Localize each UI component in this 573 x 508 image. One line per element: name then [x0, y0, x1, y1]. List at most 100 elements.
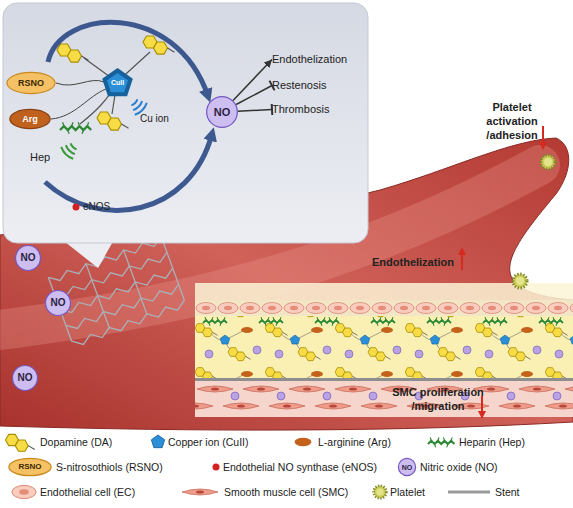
annotation-text: Hep — [30, 150, 50, 164]
decrease-arrow — [542, 126, 544, 146]
enos-dot — [213, 464, 220, 471]
node-text: RSNO — [18, 463, 41, 471]
effect-connector — [236, 86, 272, 105]
molecule-complex — [57, 44, 89, 62]
reagent-ellipse-shape — [7, 72, 55, 93]
nitric-oxide-circle-shape — [13, 366, 38, 391]
cycle-arrow — [48, 22, 208, 96]
legend-samples — [6, 434, 491, 498]
annotation-text: Platelet activation /adhesion — [476, 100, 548, 142]
node-text: Restenosis — [272, 80, 326, 91]
node-text: NO — [402, 464, 413, 471]
copper-pentagon: CuII — [104, 70, 131, 95]
nitric-oxide-circle: NO — [12, 365, 38, 391]
platelet-symbol — [513, 274, 527, 288]
text-holder: NO — [398, 458, 416, 476]
annotation-text: Cu ion — [140, 112, 169, 126]
annotation-text: SMC proliferation /migration — [386, 385, 490, 413]
node-text: NO — [51, 298, 66, 308]
heparin-waves — [61, 147, 73, 159]
enos-dot — [73, 204, 80, 211]
reagent-ellipse-shape — [10, 109, 50, 128]
node-text: RSNO — [18, 79, 44, 88]
legend-text: Copper ion (CuII) — [168, 435, 249, 449]
nitric-oxide-circle-shape — [207, 97, 238, 128]
stent-mesh — [54, 252, 169, 300]
legend-reagent-ellipse: RSNO — [8, 458, 52, 476]
stent-mesh — [60, 268, 175, 316]
stent-mesh — [72, 300, 187, 348]
legend-text: Nitric oxide (NO) — [420, 460, 498, 474]
node-text: Arg — [22, 115, 38, 124]
nitric-oxide-circle: NO — [206, 96, 238, 128]
arginine-symbol — [295, 438, 312, 446]
effect-text: Restenosis — [272, 80, 326, 91]
copper-symbol — [151, 435, 164, 448]
copper-pentagon-shape — [105, 71, 131, 95]
stent-mesh — [48, 236, 186, 348]
node-text: NO — [18, 373, 33, 383]
increase-arrow — [461, 251, 463, 270]
molecule-complex — [80, 52, 150, 124]
decrease-arrow — [481, 396, 483, 415]
stent-symbol — [448, 491, 490, 494]
heparin-waves — [61, 143, 76, 158]
node-text: CuII — [111, 79, 124, 86]
node-text: Thrombosis — [272, 104, 329, 115]
dopamine-symbol — [6, 434, 35, 451]
stent-strut — [195, 378, 573, 381]
smc-layer — [195, 381, 573, 417]
effect-connector — [238, 110, 272, 112]
stent-mesh — [66, 284, 181, 332]
reagent-ellipse: RSNO — [6, 72, 56, 94]
text-holder: NO — [15, 245, 41, 271]
molecule-complex — [51, 36, 175, 134]
legend-nitric-oxide-circle-shape — [398, 458, 415, 475]
legend-text: Endothelial cell (EC) — [40, 485, 135, 499]
annotation-text: Endothelization — [372, 255, 454, 269]
effect-connector — [233, 60, 272, 101]
heparin-waves — [71, 143, 77, 149]
legend-text: Smooth muscle cell (SMC) — [224, 485, 348, 499]
legend-text: Dopamine (DA) — [40, 435, 112, 449]
platelet-symbol — [541, 155, 555, 169]
wall-section — [195, 283, 573, 417]
heparin-waves — [66, 145, 75, 154]
nitric-oxide-circle: NO — [15, 245, 41, 271]
text-holder: Arg — [9, 109, 51, 129]
text-holder: CuII — [104, 70, 131, 95]
copper-ion-waves — [133, 101, 142, 110]
endothelial-cell-symbol — [12, 485, 36, 498]
stent-mesh — [48, 236, 184, 341]
text-holder: RSNO — [8, 458, 52, 476]
text-holder: NO — [12, 365, 38, 391]
text-holder: RSNO — [6, 72, 56, 94]
legend-text: Endothelial NO synthase (eNOS) — [223, 460, 377, 474]
text-holder: NO — [206, 96, 238, 128]
nitric-oxide-circle-shape — [16, 246, 41, 271]
molecule-complex — [143, 36, 175, 54]
molecule-complex — [51, 80, 106, 119]
coating-layer — [195, 316, 573, 378]
heparin-symbol — [428, 437, 454, 447]
smc-cells — [195, 381, 573, 417]
reagent-ellipse: Arg — [9, 109, 51, 129]
legend-nitric-oxide-circle: NO — [398, 458, 416, 476]
legend-text: L-arginine (Arg) — [318, 435, 391, 449]
legend-text: Platelet — [390, 485, 425, 499]
molecule-complex — [97, 112, 129, 130]
cycle-arrow — [45, 134, 212, 210]
legend-text: S-nitrosothiols (RSNO) — [56, 460, 163, 474]
annotation-text: eNOS — [83, 200, 110, 214]
nitric-oxide-circle-shape — [46, 291, 71, 316]
wall-section — [195, 300, 573, 316]
platelet-symbol — [374, 486, 387, 499]
node-text: NO — [21, 253, 36, 263]
coating-molecules — [195, 316, 573, 378]
nitric-oxide-circle: NO — [45, 290, 71, 316]
inset-panel — [3, 3, 368, 243]
